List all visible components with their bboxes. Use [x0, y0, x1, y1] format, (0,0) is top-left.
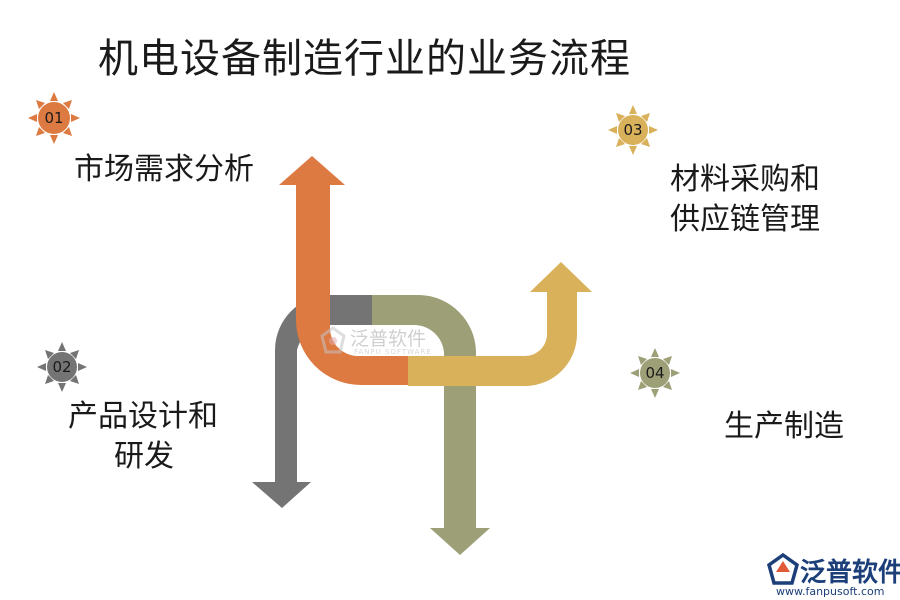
step-label-01: 市场需求分析 — [74, 150, 254, 190]
step-label-02: 产品设计和 研发 — [68, 397, 218, 477]
fanpu-logo-icon — [320, 326, 346, 354]
sun-badge-icon — [630, 348, 680, 398]
sun-badge-icon — [28, 92, 80, 144]
arrow-step-03 — [408, 262, 592, 386]
page-title: 机电设备制造行业的业务流程 — [98, 36, 631, 82]
step-label-line: 市场需求分析 — [74, 152, 254, 187]
step-label-03: 材料采购和 供应链管理 — [670, 160, 820, 240]
step-number: 03 — [623, 121, 643, 139]
sun-badge-icon — [37, 342, 87, 392]
logo-text: 泛普软件 — [800, 558, 900, 588]
fanpu-logo-icon — [766, 552, 800, 585]
step-badge-04: 04 — [627, 345, 683, 401]
arrow-step-02 — [252, 295, 330, 508]
step-number: 04 — [645, 364, 665, 382]
step-number: 02 — [52, 358, 72, 376]
step-badge-03: 03 — [605, 102, 661, 158]
step-label-line: 供应链管理 — [670, 202, 820, 237]
step-badge-01: 01 — [26, 90, 82, 146]
step-label-04: 生产制造 — [724, 407, 844, 447]
step-number: 01 — [44, 109, 64, 127]
step-label-line: 产品设计和 — [68, 399, 218, 434]
step-label-line: 生产制造 — [724, 409, 844, 444]
watermark-subtext: FANPU SOFTWARE — [354, 348, 432, 356]
sun-badge-icon — [608, 105, 658, 155]
step-label-line: 研发 — [114, 439, 174, 474]
arrow-step-01 — [279, 156, 408, 385]
step-badge-02: 02 — [34, 339, 90, 395]
brand-logo: 泛普软件 www.fanpusoft.com — [766, 550, 900, 598]
watermark-text: 泛普软件 — [350, 328, 427, 350]
logo-url: www.fanpusoft.com — [776, 585, 885, 598]
step-label-line: 材料采购和 — [670, 162, 820, 197]
